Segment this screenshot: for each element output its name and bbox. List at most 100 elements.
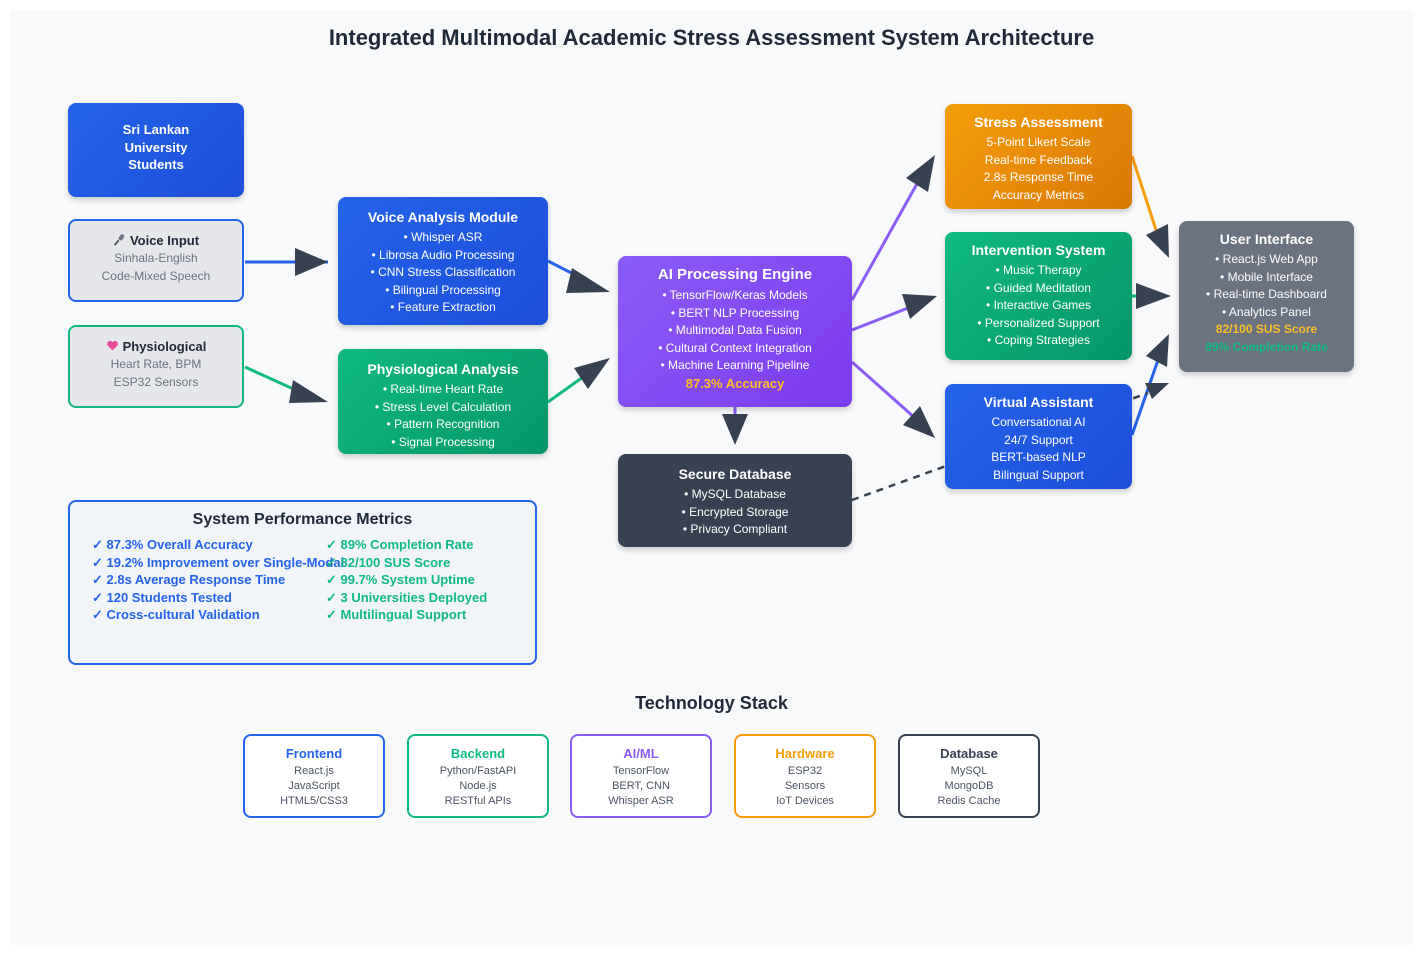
database-title: Secure Database — [678, 466, 792, 482]
voice-module-item: • Whisper ASR — [403, 230, 483, 244]
voice-input-title: Voice Input — [129, 233, 200, 248]
tech-card-line: IoT Devices — [776, 795, 834, 807]
voice-module-item: • Bilingual Processing — [385, 282, 501, 297]
tech-card-line: Node.js — [459, 780, 497, 792]
microphone-icon — [113, 234, 125, 246]
ai-processing-engine: AI Processing Engine • TensorFlow/Keras … — [618, 256, 852, 407]
ui-item: • React.js Web App — [1215, 252, 1318, 266]
virtual-assistant: Virtual Assistant Conversational AI 24/7… — [945, 384, 1132, 489]
metric-item: ✓ 3 Universities Deployed — [326, 589, 488, 605]
tech-card-backend: Backend Python/FastAPI Node.js RESTful A… — [407, 734, 549, 818]
ai-engine-accuracy: 87.3% Accuracy — [685, 375, 785, 391]
ui-sus-score: 82/100 SUS Score — [1215, 322, 1318, 336]
physio-module-title: Physiological Analysis — [367, 361, 519, 377]
metrics-title: System Performance Metrics — [192, 511, 413, 528]
database-item: • MySQL Database — [684, 487, 786, 501]
performance-metrics-panel: System Performance Metrics ✓ 87.3% Overa… — [68, 500, 537, 665]
voice-input-line: Sinhala-English — [114, 251, 198, 265]
physio-input-line: Heart Rate, BPM — [110, 357, 202, 371]
tech-card-name: Hardware — [775, 746, 835, 761]
tech-card-line: MySQL — [950, 765, 988, 777]
stress-assessment: Stress Assessment 5-Point Likert Scale R… — [945, 104, 1132, 209]
stress-item: 5-Point Likert Scale — [986, 135, 1091, 149]
intervention-item: • Music Therapy — [995, 263, 1082, 277]
tech-card-aiml: AI/ML TensorFlow BERT, CNN Whisper ASR — [570, 734, 712, 818]
tech-card-line: React.js — [294, 765, 334, 777]
ui-completion-rate: 89% Completion Rate — [1205, 339, 1328, 354]
assistant-item: BERT-based NLP — [991, 450, 1086, 464]
metric-item: ✓ 99.7% System Uptime — [326, 572, 475, 588]
tech-card-name: Frontend — [285, 746, 343, 761]
ui-item: • Analytics Panel — [1222, 304, 1311, 319]
voice-module-title: Voice Analysis Module — [367, 209, 519, 225]
physio-module-item: • Stress Level Calculation — [374, 399, 512, 414]
physio-input-line: ESP32 Sensors — [113, 374, 199, 389]
tech-card-line: Whisper ASR — [608, 795, 674, 807]
tech-card-name: Backend — [450, 746, 506, 761]
tech-stack-title: Technology Stack — [635, 693, 788, 713]
tech-card-line: Python/FastAPI — [439, 765, 517, 777]
voice-module-item: • Feature Extraction — [390, 300, 496, 314]
ui-title: User Interface — [1219, 231, 1314, 247]
ai-engine-title: AI Processing Engine — [657, 266, 813, 283]
database-item: • Encrypted Storage — [681, 504, 789, 519]
metric-item: ✓ 87.3% Overall Accuracy — [92, 537, 253, 552]
metric-item: ✓ Multilingual Support — [326, 607, 467, 623]
physio-input-title: Physiological — [122, 339, 207, 354]
stress-item: Accuracy Metrics — [992, 187, 1085, 202]
physio-module-item: • Signal Processing — [391, 434, 495, 449]
tech-card-name: AI/ML — [623, 746, 659, 761]
ai-engine-item: • BERT NLP Processing — [670, 305, 800, 320]
metric-item: ✓ 120 Students Tested — [92, 589, 232, 605]
metric-item: ✓ Cross-cultural Validation — [92, 607, 260, 623]
stress-item: 2.8s Response Time — [983, 170, 1094, 184]
voice-analysis-module: Voice Analysis Module • Whisper ASR • Li… — [338, 197, 548, 325]
ai-engine-item: • TensorFlow/Keras Models — [662, 288, 808, 302]
ai-engine-item: • Multimodal Data Fusion — [668, 323, 802, 337]
students-line: Students — [128, 157, 184, 172]
students-box: Sri Lankan University Students — [68, 103, 244, 197]
voice-input-line: Code-Mixed Speech — [101, 268, 211, 283]
tech-card-name: Database — [940, 746, 998, 761]
database-item: • Privacy Compliant — [682, 522, 788, 536]
assistant-item: Conversational AI — [991, 415, 1086, 429]
intervention-item: • Personalized Support — [977, 315, 1100, 330]
physiological-analysis-module: Physiological Analysis • Real-time Heart… — [338, 349, 548, 454]
ai-engine-item: • Cultural Context Integration — [658, 340, 812, 355]
tech-card-line: Sensors — [784, 780, 826, 792]
tech-card-line: HTML5/CSS3 — [280, 795, 348, 807]
page-title: Integrated Multimodal Academic Stress As… — [328, 25, 1095, 50]
secure-database: Secure Database • MySQL Database • Encry… — [618, 454, 852, 547]
tech-card-line: BERT, CNN — [612, 780, 670, 792]
students-line: Sri Lankan — [122, 122, 190, 137]
assistant-item: Bilingual Support — [993, 467, 1084, 482]
physio-input-box: Physiological Heart Rate, BPM ESP32 Sens… — [68, 325, 244, 408]
metric-item: ✓ 2.8s Average Response Time — [92, 572, 286, 588]
tech-card-line: MongoDB — [944, 780, 994, 792]
voice-module-item: • CNN Stress Classification — [370, 265, 516, 279]
tech-card-line: Redis Cache — [937, 795, 1001, 807]
tech-card-line: RESTful APIs — [444, 795, 512, 807]
metric-item: ✓ 82/100 SUS Score — [326, 554, 451, 570]
user-interface: User Interface • React.js Web App • Mobi… — [1179, 221, 1354, 372]
intervention-item: • Coping Strategies — [987, 333, 1090, 347]
voice-input-box: Voice Input Sinhala-English Code-Mixed S… — [68, 219, 244, 302]
intervention-title: Intervention System — [971, 242, 1106, 258]
metric-item: ✓ 19.2% Improvement over Single-Modal — [92, 554, 345, 570]
students-line: University — [124, 139, 188, 155]
tech-card-frontend: Frontend React.js JavaScript HTML5/CSS3 — [243, 734, 385, 818]
ui-item: • Real-time Dashboard — [1206, 287, 1327, 301]
intervention-item: • Guided Meditation — [986, 280, 1091, 295]
assistant-item: 24/7 Support — [1004, 432, 1073, 447]
voice-module-item: • Librosa Audio Processing — [371, 247, 515, 262]
tech-card-line: ESP32 — [787, 765, 823, 777]
tech-card-line: TensorFlow — [612, 765, 670, 777]
metric-item: ✓ 89% Completion Rate — [326, 537, 474, 552]
physio-module-item: • Real-time Heart Rate — [382, 382, 504, 396]
stress-item: Real-time Feedback — [984, 152, 1093, 167]
tech-card-database: Database MySQL MongoDB Redis Cache — [898, 734, 1040, 818]
intervention-item: • Interactive Games — [986, 298, 1091, 312]
intervention-system: Intervention System • Music Therapy • Gu… — [945, 232, 1132, 360]
assistant-title: Virtual Assistant — [983, 394, 1094, 410]
ui-item: • Mobile Interface — [1220, 269, 1313, 284]
